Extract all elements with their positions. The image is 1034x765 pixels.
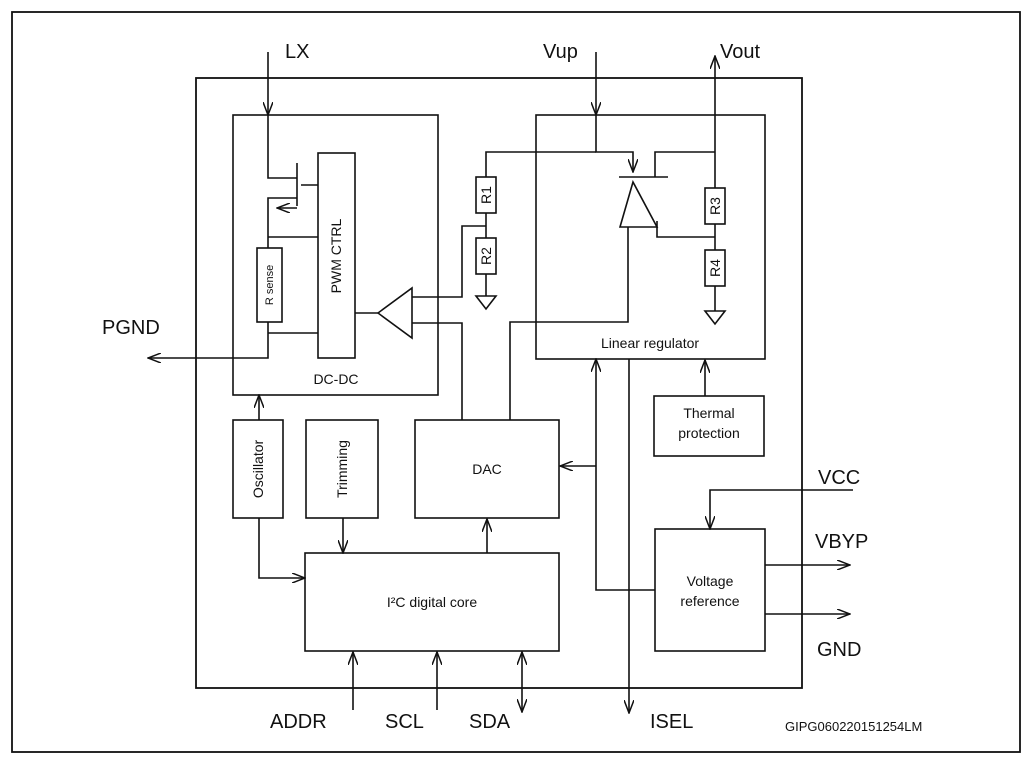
dac-to-regulator-wire [509, 227, 629, 420]
thermal-protection-block [653, 395, 765, 457]
oscillator-block [232, 419, 284, 519]
linear-regulator-block [535, 114, 766, 360]
pin-label-gnd: GND [817, 639, 861, 661]
ground-symbol-r2 [474, 295, 498, 311]
pass-to-vout-wire [654, 151, 715, 177]
trimming-label: Trimming [334, 440, 350, 498]
vref-bus-wire [596, 359, 655, 591]
switch-drain-wire [267, 115, 297, 179]
reg-feedback-wire [656, 221, 715, 238]
pwm-ctrl-label: PWM CTRL [328, 218, 344, 293]
vref-label-line2: reference [680, 593, 739, 609]
pwm-ctrl-block [317, 152, 356, 359]
dc-dc-label: DC-DC [313, 371, 358, 387]
regulator-amplifier [618, 179, 659, 228]
i2c-core-label: I²C digital core [387, 594, 477, 610]
pgnd-wire [148, 322, 269, 358]
dac-label: DAC [472, 461, 502, 477]
vcc-wire [710, 489, 853, 529]
oscillator-to-i2c-wire [258, 518, 305, 578]
dc-dc-block [232, 114, 439, 396]
pin-label-sda: SDA [469, 711, 511, 733]
vref-label-line1: Voltage [687, 573, 734, 589]
r-sense-label: R sense [264, 265, 276, 305]
thermal-label-line2: protection [678, 425, 739, 441]
voltage-reference-block [654, 528, 766, 652]
r3-label: R3 [707, 197, 723, 215]
pin-label-vbyp: VBYP [815, 531, 868, 553]
r1-top-wire [485, 151, 596, 177]
pin-label-vcc: VCC [818, 467, 860, 489]
r-sense-resistor [256, 247, 283, 323]
pin-label-isel: ISEL [650, 711, 693, 733]
switch-source-wire [267, 197, 297, 248]
feedback-wire-r1r2 [412, 225, 486, 298]
thermal-label-line1: Thermal [683, 405, 734, 421]
pin-label-vout: Vout [720, 41, 760, 63]
linear-regulator-label: Linear regulator [601, 335, 699, 351]
dac-to-amp-wire [412, 322, 463, 420]
r1-label: R1 [478, 186, 494, 204]
figure-code: GIPG060220151254LM [785, 719, 922, 734]
pin-label-addr: ADDR [270, 711, 327, 733]
figure-frame [11, 11, 1021, 753]
pin-label-pgnd: PGND [102, 317, 160, 339]
ground-symbol-r4 [703, 310, 727, 326]
oscillator-label: Oscillator [250, 439, 266, 498]
pin-label-vup: Vup [543, 41, 578, 63]
pin-label-lx: LX [285, 41, 309, 63]
error-amplifier [376, 286, 413, 340]
trimming-block [305, 419, 379, 519]
pin-label-scl: SCL [385, 711, 424, 733]
r2-label: R2 [478, 247, 494, 265]
chip-outline [195, 77, 803, 689]
r4-label: R4 [707, 259, 723, 277]
vup-to-pass-wire [595, 115, 633, 172]
